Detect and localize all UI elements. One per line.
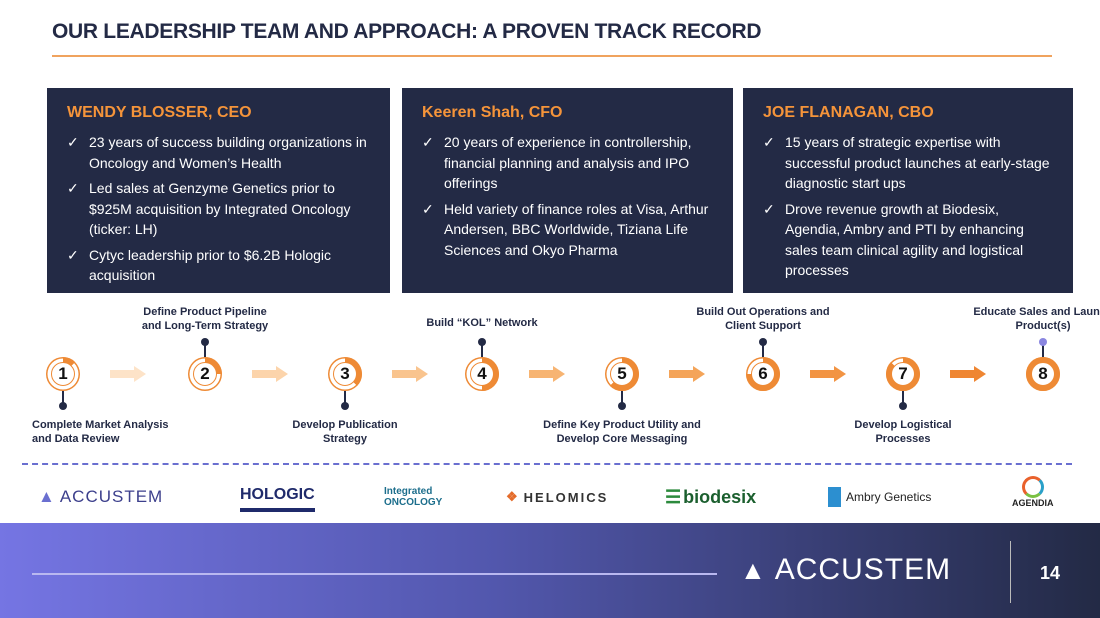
arrow-right-icon xyxy=(110,366,146,382)
page-number: 14 xyxy=(1040,563,1061,583)
leader-card-ceo: WENDY BLOSSER, CEO 23 years of success b… xyxy=(47,88,390,293)
step-6: 6 xyxy=(746,357,780,391)
step-number: 5 xyxy=(610,362,634,386)
footer-band: ▲ACCUSTEM 14 xyxy=(0,523,1100,618)
connector-line xyxy=(344,391,346,405)
connector-line xyxy=(762,343,764,357)
logo-hologic: HOLOGIC xyxy=(240,482,315,512)
step-1: 1 xyxy=(46,357,80,391)
dashed-divider xyxy=(22,463,1072,465)
leader-point: 23 years of success building organizatio… xyxy=(67,132,370,173)
step-label: Build Out Operations and Client Support xyxy=(696,306,830,332)
connector-dot xyxy=(618,402,626,410)
leader-name: WENDY BLOSSER, CEO xyxy=(67,104,252,121)
arrow-right-icon xyxy=(252,366,288,382)
step-number: 7 xyxy=(891,362,915,386)
leader-point: 20 years of experience in controllership… xyxy=(422,132,713,194)
arrow-right-icon xyxy=(392,366,428,382)
leader-name: JOE FLANAGAN, CBO xyxy=(763,104,934,121)
arrow-right-icon xyxy=(669,366,705,382)
connector-line xyxy=(62,391,64,405)
logo-agendia: AGENDIA xyxy=(1012,476,1054,512)
footer-line xyxy=(32,573,717,575)
connector-line xyxy=(621,391,623,405)
logo-accustem: ▲ACCUSTEM xyxy=(38,487,164,506)
step-number: 6 xyxy=(751,362,775,386)
leader-point: 15 years of strategic expertise with suc… xyxy=(763,132,1053,194)
arrow-right-icon xyxy=(810,366,846,382)
step-label: Define Product Pipeline and Long-Term St… xyxy=(141,306,269,332)
page-title: OUR LEADERSHIP TEAM AND APPROACH: A PROV… xyxy=(52,20,762,43)
step-number: 1 xyxy=(51,362,75,386)
connector-dot xyxy=(478,338,486,346)
logo-helomics: ❖HELOMICS xyxy=(506,489,609,505)
step-5: 5 xyxy=(605,357,639,391)
leader-card-cfo: Keeren Shah, CFO 20 years of experience … xyxy=(402,88,733,293)
leader-point: Held variety of finance roles at Visa, A… xyxy=(422,199,713,261)
footer-separator xyxy=(1010,541,1011,603)
step-4: 4 xyxy=(465,357,499,391)
connector-dot xyxy=(1039,338,1047,346)
step-7: 7 xyxy=(886,357,920,391)
step-label: Develop Publication Strategy xyxy=(292,419,398,445)
leader-point: Led sales at Genzyme Genetics prior to $… xyxy=(67,178,370,240)
connector-line xyxy=(1042,343,1044,357)
step-label: Educate Sales and Launch Product(s) xyxy=(973,306,1100,332)
leader-point: Cytyc leadership prior to $6.2B Hologic … xyxy=(67,245,370,286)
leader-card-cbo: JOE FLANAGAN, CBO 15 years of strategic … xyxy=(743,88,1073,293)
step-number: 2 xyxy=(193,362,217,386)
arrow-right-icon xyxy=(529,366,565,382)
arrow-right-icon xyxy=(950,366,986,382)
step-2: 2 xyxy=(188,357,222,391)
connector-line xyxy=(204,343,206,357)
logo-biodesix: ☰biodesix xyxy=(665,486,757,507)
leader-name: Keeren Shah, CFO xyxy=(422,104,563,121)
connector-line xyxy=(902,391,904,405)
logo-integrated-oncology: Integrated ONCOLOGY xyxy=(384,486,443,508)
leader-point: Drove revenue growth at Biodesix, Agendi… xyxy=(763,199,1053,281)
step-number: 8 xyxy=(1031,362,1055,386)
title-divider xyxy=(52,55,1052,57)
footer-logo: ▲ACCUSTEM xyxy=(740,553,952,586)
step-label: Define Key Product Utility and Develop C… xyxy=(543,419,701,445)
connector-dot xyxy=(341,402,349,410)
step-label: Build “KOL” Network xyxy=(426,317,538,329)
connector-line xyxy=(481,343,483,357)
step-label: Complete Market Analysis and Data Review xyxy=(32,419,169,445)
step-8: 8 xyxy=(1026,357,1060,391)
connector-dot xyxy=(759,338,767,346)
connector-dot xyxy=(59,402,67,410)
step-number: 3 xyxy=(333,362,357,386)
step-label: Develop Logistical Processes xyxy=(854,419,952,445)
step-3: 3 xyxy=(328,357,362,391)
step-number: 4 xyxy=(470,362,494,386)
logo-ambry-genetics: Ambry Genetics xyxy=(828,482,931,512)
connector-dot xyxy=(899,402,907,410)
connector-dot xyxy=(201,338,209,346)
